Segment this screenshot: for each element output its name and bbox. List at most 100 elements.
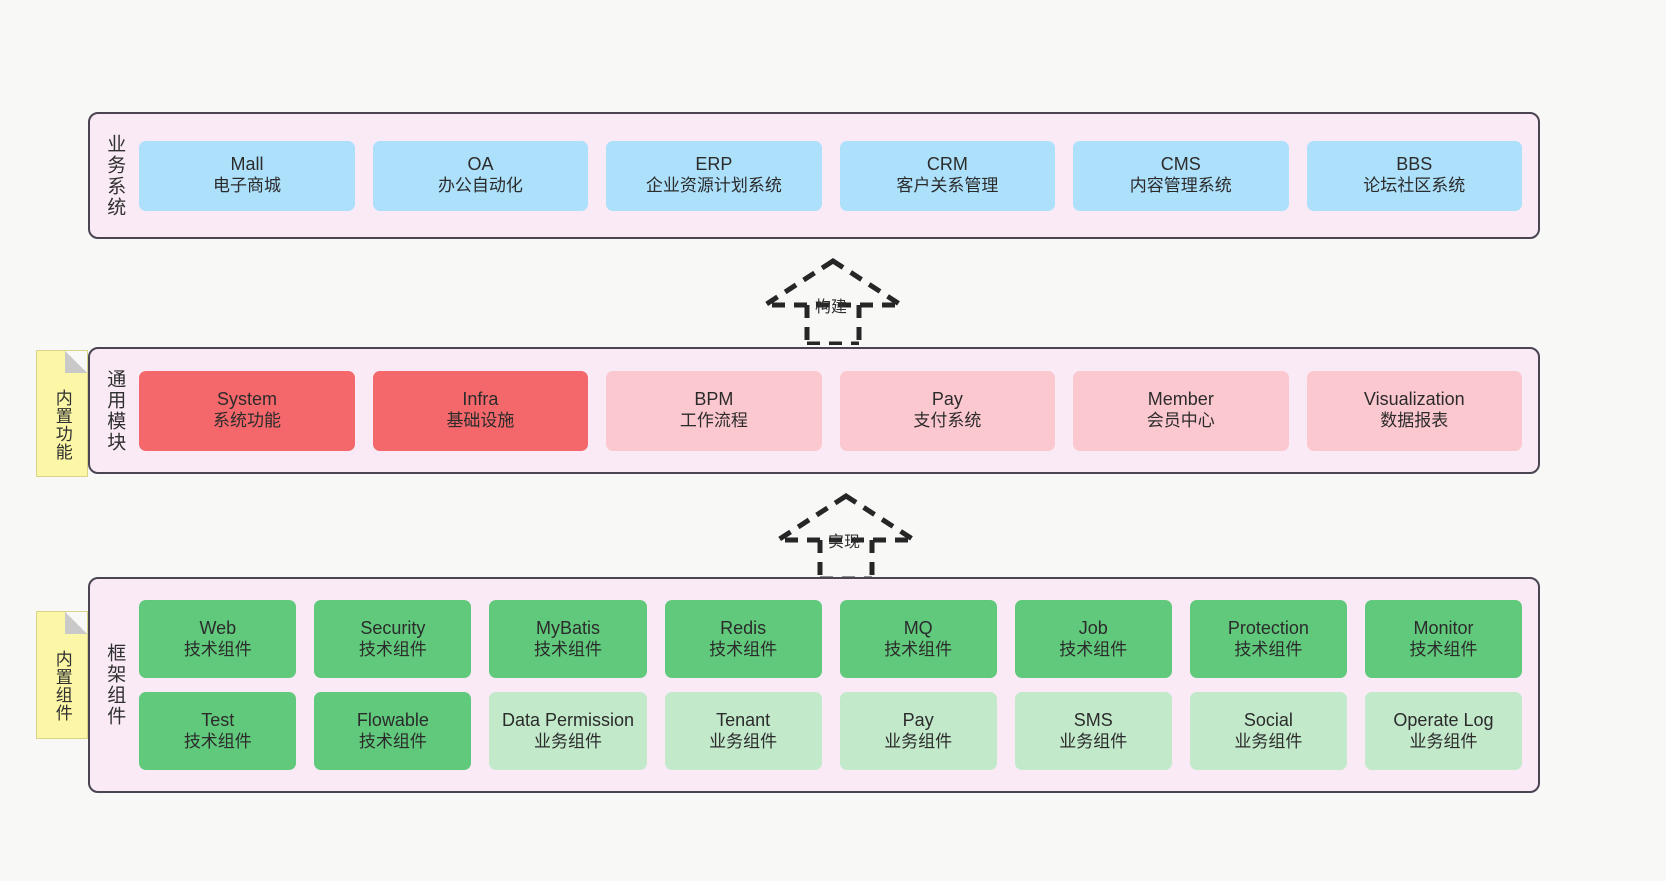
card-crm-en: CRM <box>926 154 968 175</box>
card-data-permission-cn: 业务组件 <box>534 731 602 751</box>
layer-common-modules: 通用模块 System 系统功能 Infra 基础设施 BPM 工作流程 Pay… <box>88 347 1540 474</box>
card-tenant-cn: 业务组件 <box>709 731 778 751</box>
card-operate-log[interactable]: Operate Log 业务组件 <box>1364 692 1523 770</box>
card-protection[interactable]: Protection 技术组件 <box>1189 600 1347 678</box>
card-member-en: Member <box>1147 389 1214 410</box>
connector-implement-label: 实现 <box>828 534 861 551</box>
card-mall-cn: 电子商城 <box>212 176 281 196</box>
card-mq[interactable]: MQ 技术组件 <box>839 600 997 678</box>
card-test[interactable]: Test 技术组件 <box>139 692 297 770</box>
card-sms-cn: 业务组件 <box>1059 731 1128 751</box>
card-infra-en: Infra <box>462 389 499 410</box>
card-erp-cn: 企业资源计划系统 <box>645 176 782 196</box>
card-redis[interactable]: Redis 技术组件 <box>664 600 822 678</box>
layer-framework-components: 框架组件 Web 技术组件 Security 技术组件 MyBatis 技术组件… <box>88 577 1540 793</box>
card-test-en: Test <box>201 709 235 730</box>
sticky-note-builtin-features: 内置功能 <box>36 350 88 477</box>
build-arrow-icon <box>756 258 910 347</box>
card-infra-cn: 基础设施 <box>446 411 515 431</box>
card-member-cn: 会员中心 <box>1146 411 1215 431</box>
framework-card-row-1: Web 技术组件 Security 技术组件 MyBatis 技术组件 Redi… <box>139 600 1523 678</box>
sticky-note-builtin-components-label: 内置组件 <box>52 650 72 722</box>
card-bbs-cn: 论坛社区系统 <box>1363 176 1466 196</box>
card-social-en: Social <box>1243 709 1293 730</box>
card-job-cn: 技术组件 <box>1059 639 1128 659</box>
card-bpm[interactable]: BPM 工作流程 <box>606 370 822 451</box>
modules-card-row: System 系统功能 Infra 基础设施 BPM 工作流程 Pay 支付系统… <box>139 370 1522 451</box>
card-operate-log-en: Operate Log <box>1393 709 1494 730</box>
card-job[interactable]: Job 技术组件 <box>1014 600 1172 678</box>
card-visualization-cn: 数据报表 <box>1380 411 1449 431</box>
card-flowable-en: Flowable <box>356 709 429 730</box>
card-web-cn: 技术组件 <box>183 639 252 659</box>
card-pay-component-cn: 业务组件 <box>884 731 953 751</box>
card-redis-cn: 技术组件 <box>709 639 778 659</box>
layer-modules-title: 通用模块 <box>104 368 126 453</box>
card-pay-module-en: Pay <box>931 389 963 410</box>
card-mall-en: Mall <box>230 154 264 175</box>
connector-build: 构建 <box>755 255 915 347</box>
card-social[interactable]: Social 业务组件 <box>1189 692 1347 770</box>
connector-implement: 实现 <box>768 490 928 582</box>
card-tenant-en: Tenant <box>716 709 771 730</box>
card-mybatis-en: MyBatis <box>535 617 600 638</box>
card-oa-en: OA <box>467 154 494 175</box>
card-bpm-cn: 工作流程 <box>679 411 748 431</box>
card-monitor[interactable]: Monitor 技术组件 <box>1364 600 1523 678</box>
card-flowable[interactable]: Flowable 技术组件 <box>314 692 472 770</box>
layer-business-systems: 业务系统 Mall 电子商城 OA 办公自动化 ERP 企业资源计划系统 CRM… <box>88 112 1540 239</box>
card-security-en: Security <box>360 617 426 638</box>
card-mybatis[interactable]: MyBatis 技术组件 <box>489 600 647 678</box>
card-mall[interactable]: Mall 电子商城 <box>139 140 355 211</box>
card-security[interactable]: Security 技术组件 <box>314 600 472 678</box>
card-infra[interactable]: Infra 基础设施 <box>372 370 589 451</box>
card-system[interactable]: System 系统功能 <box>139 370 355 451</box>
card-cms-cn: 内容管理系统 <box>1129 176 1232 196</box>
card-tenant[interactable]: Tenant 业务组件 <box>664 692 822 770</box>
card-data-permission[interactable]: Data Permission 业务组件 <box>489 692 647 770</box>
card-crm[interactable]: CRM 客户关系管理 <box>839 140 1056 211</box>
card-social-cn: 业务组件 <box>1234 731 1303 751</box>
card-sms-en: SMS <box>1073 709 1113 730</box>
card-flowable-cn: 技术组件 <box>358 731 427 751</box>
card-pay-component-en: Pay <box>902 709 934 730</box>
card-protection-cn: 技术组件 <box>1234 639 1303 659</box>
card-member[interactable]: Member 会员中心 <box>1073 370 1289 451</box>
card-bpm-en: BPM <box>694 389 734 410</box>
layer-business-body: Mall 电子商城 OA 办公自动化 ERP 企业资源计划系统 CRM 客户关系… <box>131 114 1538 237</box>
connector-build-label: 构建 <box>815 299 848 316</box>
card-sms[interactable]: SMS 业务组件 <box>1014 692 1172 770</box>
card-mybatis-cn: 技术组件 <box>534 639 602 659</box>
card-operate-log-cn: 业务组件 <box>1409 731 1478 751</box>
card-system-en: System <box>216 389 277 410</box>
card-visualization[interactable]: Visualization 数据报表 <box>1306 370 1522 451</box>
card-oa[interactable]: OA 办公自动化 <box>372 140 589 211</box>
card-oa-cn: 办公自动化 <box>437 176 523 196</box>
card-mq-en: MQ <box>903 617 933 638</box>
card-bbs[interactable]: BBS 论坛社区系统 <box>1306 140 1522 211</box>
framework-card-row-2: Test 技术组件 Flowable 技术组件 Data Permission … <box>139 692 1523 770</box>
card-job-en: Job <box>1078 617 1108 638</box>
card-cms[interactable]: CMS 内容管理系统 <box>1073 140 1289 211</box>
card-erp[interactable]: ERP 企业资源计划系统 <box>606 140 822 211</box>
business-card-row: Mall 电子商城 OA 办公自动化 ERP 企业资源计划系统 CRM 客户关系… <box>139 140 1522 211</box>
layer-business-title: 业务系统 <box>104 133 126 218</box>
card-crm-cn: 客户关系管理 <box>896 176 999 196</box>
card-security-cn: 技术组件 <box>358 639 427 659</box>
card-visualization-en: Visualization <box>1363 389 1465 410</box>
card-erp-en: ERP <box>695 154 733 175</box>
card-test-cn: 技术组件 <box>183 731 252 751</box>
card-redis-en: Redis <box>720 617 767 638</box>
sticky-note-builtin-features-label: 内置功能 <box>52 388 72 461</box>
layer-framework-title: 框架组件 <box>104 643 126 727</box>
card-web-en: Web <box>199 617 237 638</box>
sticky-note-builtin-components: 内置组件 <box>36 611 88 739</box>
card-cms-en: CMS <box>1160 154 1201 175</box>
card-pay-module-cn: 支付系统 <box>913 411 982 431</box>
card-monitor-cn: 技术组件 <box>1409 639 1478 659</box>
card-pay-component[interactable]: Pay 业务组件 <box>839 692 997 770</box>
card-web[interactable]: Web 技术组件 <box>139 600 297 678</box>
card-protection-en: Protection <box>1227 617 1309 638</box>
layer-framework-body: Web 技术组件 Security 技术组件 MyBatis 技术组件 Redi… <box>131 579 1538 791</box>
card-pay-module[interactable]: Pay 支付系统 <box>839 370 1056 451</box>
